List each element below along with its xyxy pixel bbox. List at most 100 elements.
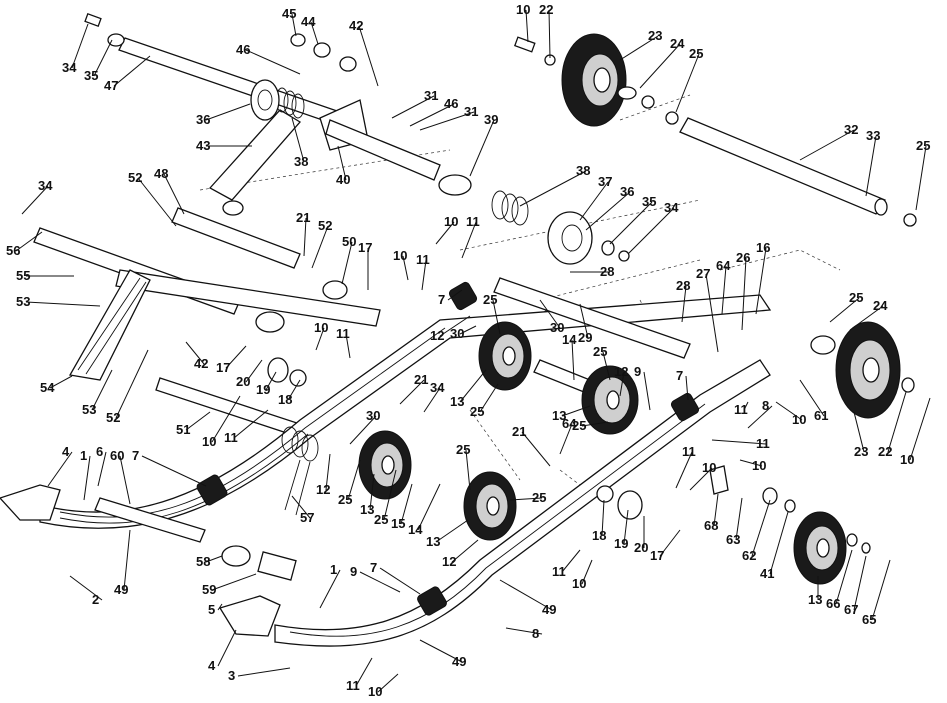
callout-number: 10: [368, 684, 382, 699]
ring-25-top-a: [641, 95, 655, 109]
callout-22: 22: [878, 391, 907, 459]
leader-line: [711, 439, 767, 445]
callout-13: 13: [808, 576, 822, 607]
callout-number: 55: [16, 268, 30, 283]
callout-32: 32: [799, 122, 858, 161]
callout-number: 10: [900, 452, 914, 467]
leader-line: [391, 95, 435, 119]
bushing-50: [322, 280, 348, 300]
callout-number: 42: [194, 356, 208, 371]
block-59: [257, 551, 297, 581]
callout-number: 14: [408, 522, 423, 537]
rail-49-right: [274, 359, 771, 647]
callout-number: 22: [539, 2, 553, 17]
callout-10: 10: [368, 673, 399, 699]
wearstrip-7-right: [417, 586, 447, 616]
callout-25: 25: [675, 46, 703, 113]
leader-line: [319, 569, 341, 609]
callout-63: 63: [726, 497, 743, 547]
callout-number: 20: [634, 540, 648, 555]
callout-10: 10: [900, 397, 931, 467]
callout-11: 11: [346, 657, 373, 693]
leader-line: [141, 455, 207, 487]
leader-line: [871, 559, 891, 621]
callout-number: 7: [438, 292, 445, 307]
callout-number: 49: [542, 602, 556, 617]
leader-line: [265, 371, 277, 391]
callout-13: 13: [360, 473, 375, 517]
callout-number: 25: [572, 418, 586, 433]
tip-4-right: [219, 595, 281, 637]
callout-14: 14: [562, 332, 577, 381]
leader-line: [915, 145, 927, 211]
spacer-41: [784, 499, 796, 513]
leader-line: [341, 241, 353, 285]
wheel-23-rear-right: [835, 321, 901, 419]
callout-45: 45: [282, 6, 297, 37]
leader-line: [205, 103, 251, 121]
bushing-58: [221, 545, 251, 567]
callout-number: 52: [318, 218, 332, 233]
callout-number: 13: [808, 592, 822, 607]
callout-25: 25: [915, 138, 930, 211]
hub-24-top: [617, 86, 637, 100]
bolt-34-mid: [618, 250, 630, 262]
ring-25-right: [903, 213, 917, 227]
spring-57: [281, 426, 319, 462]
callout-19: 19: [256, 371, 277, 397]
leader-line: [799, 379, 825, 417]
callout-57: 57: [291, 495, 314, 525]
callout-number: 13: [426, 534, 440, 549]
callout-26: 26: [736, 250, 750, 331]
callout-number: 16: [756, 240, 770, 255]
leader-line: [689, 467, 713, 491]
leader-line: [91, 369, 113, 411]
callout-11: 11: [711, 436, 770, 451]
callout-31: 31: [419, 104, 478, 131]
callout-52: 52: [128, 170, 177, 227]
callout-number: 34: [430, 380, 445, 395]
callout-68: 68: [704, 493, 719, 533]
leader-line: [93, 39, 113, 77]
callout-number: 11: [336, 326, 350, 341]
callout-number: 64: [562, 416, 577, 431]
callout-number: 38: [294, 154, 308, 169]
leader-line: [435, 221, 455, 245]
leader-line: [459, 325, 477, 335]
callout-number: 11: [552, 564, 566, 579]
leader-line: [469, 119, 495, 177]
leader-line: [643, 371, 651, 411]
callout-number: 26: [736, 250, 750, 265]
leader-line: [451, 539, 479, 563]
callout-number: 38: [576, 163, 590, 178]
callout-8: 8: [505, 626, 543, 641]
callout-number: 41: [760, 566, 774, 581]
callout-16: 16: [755, 240, 770, 315]
callout-30: 30: [450, 325, 477, 341]
callout-25: 25: [829, 290, 863, 323]
callout-25: 25: [470, 383, 499, 419]
callout-28: 28: [676, 278, 690, 323]
callout-number: 48: [154, 166, 168, 181]
leader-line: [217, 603, 223, 611]
callout-number: 10: [752, 458, 766, 473]
leader-line: [337, 145, 347, 181]
callout-number: 28: [600, 264, 614, 279]
callout-6: 6: [96, 444, 107, 487]
leader-line: [409, 103, 455, 127]
leader-line: [769, 511, 789, 575]
callout-number: 25: [338, 492, 352, 507]
leader-line: [548, 9, 551, 59]
callout-34: 34: [423, 380, 445, 413]
callout-number: 4: [62, 444, 70, 459]
leader-line: [15, 231, 43, 252]
spacer-18-lower: [596, 485, 614, 503]
callout-66: 66: [826, 549, 853, 611]
callout-25: 25: [593, 344, 611, 381]
leader-line: [303, 217, 307, 257]
callout-10: 10: [202, 395, 241, 449]
callout-1: 1: [319, 562, 341, 609]
callout-51: 51: [176, 411, 211, 437]
bushing-44: [313, 42, 331, 58]
leader-line: [115, 349, 149, 419]
